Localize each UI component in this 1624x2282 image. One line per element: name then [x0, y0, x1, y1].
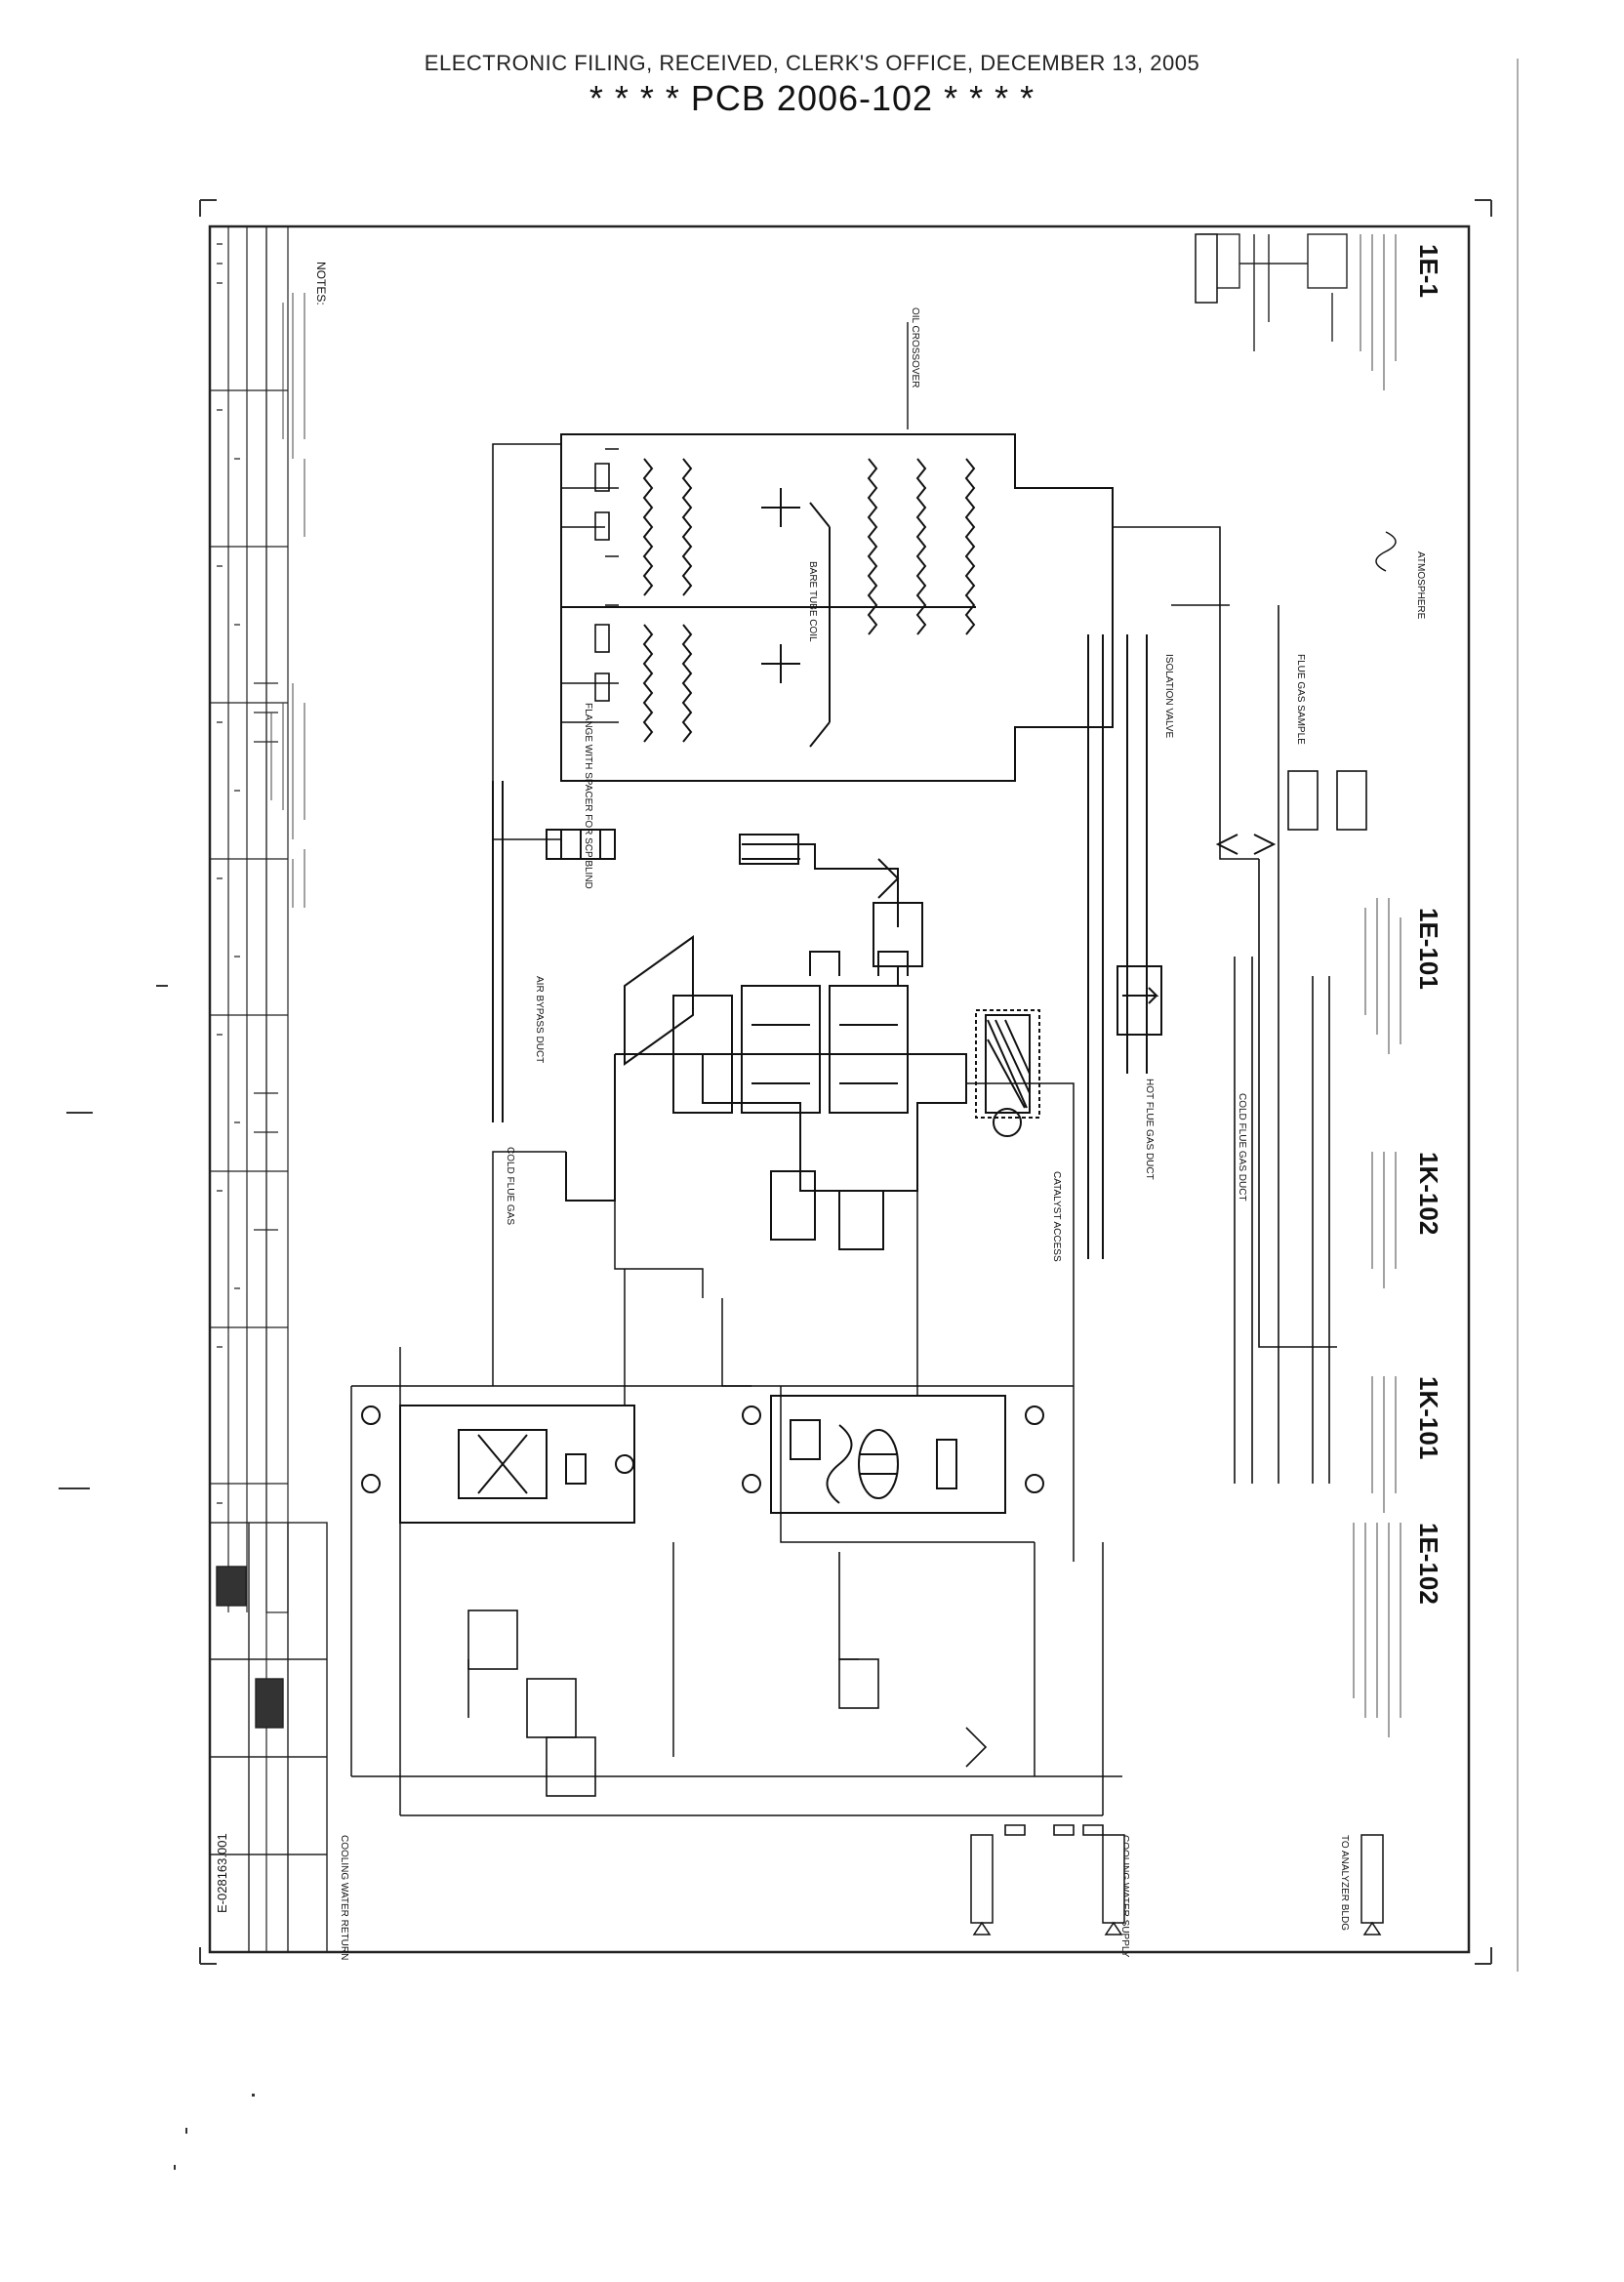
fan-1K-102 — [361, 1405, 635, 1524]
crop-marks — [59, 199, 1492, 1965]
cooling-water-return-label: COOLING WATER RETURN — [339, 1835, 349, 1960]
flange-with-spacer-label: FLANGE WITH SPACER FOR SCP BLIND — [583, 703, 593, 889]
notes-heading: NOTES: — [314, 262, 328, 306]
flue-gas-sample-line — [1278, 605, 1367, 1484]
equipment-tag-1E-101: 1E-101 — [1414, 908, 1443, 990]
cooling-water-piping — [467, 1552, 1104, 1836]
atmosphere-vent-icon — [1375, 531, 1397, 572]
filing-header: ELECTRONIC FILING, RECEIVED, CLERK'S OFF… — [424, 51, 1200, 75]
spec-text-lines — [1353, 234, 1401, 1737]
rotated-drawing: E-028163.001 NOTES: 1E-1 1E-101 1K-101 1… — [209, 225, 1443, 1960]
to-analyzer-bldg-label: TO ANALYZER BLDG — [1339, 1835, 1350, 1931]
drawing-border — [208, 59, 1519, 1972]
economizer-piping — [492, 443, 1337, 1484]
atmosphere-label: ATMOSPHERE — [1415, 551, 1426, 620]
equipment-tag-1K-102: 1K-102 — [1414, 1152, 1443, 1235]
fan-1K-101 — [742, 1395, 1044, 1514]
revision-block — [209, 225, 289, 1953]
catalyst-access-label: CATALYST ACCESS — [1051, 1171, 1062, 1262]
isolation-valve-label: ISOLATION VALVE — [1163, 654, 1174, 738]
drawing-number: E-028163.001 — [215, 1833, 229, 1913]
cold-flue-gas-label: COLD FLUE GAS — [505, 1147, 515, 1225]
offsheet-connectors — [970, 233, 1384, 1936]
duct-system — [492, 634, 1277, 1259]
air-bypass-duct-label: AIR BYPASS DUCT — [534, 976, 545, 1063]
reactor-to-fan-piping — [350, 1082, 1122, 1816]
scan-specks — [174, 2094, 255, 2170]
cold-flue-gas-duct-label: COLD FLUE GAS DUCT — [1237, 1093, 1247, 1202]
equipment-tag-1E-1-top: 1E-1 — [1414, 244, 1443, 298]
bare-tube-coil-label: BARE TUBE COIL — [807, 561, 818, 642]
equipment-tag-1E-102: 1E-102 — [1414, 1523, 1443, 1605]
case-number: * * * * PCB 2006-102 * * * * — [589, 78, 1035, 118]
title-block — [209, 1522, 328, 1953]
instrument-key — [1199, 233, 1348, 351]
notes-text-block — [270, 293, 305, 908]
oil-crossover-label: OIL CROSSOVER — [910, 307, 920, 387]
scr-reactor-1E-101 — [565, 935, 1040, 1250]
equipment-tag-1K-101: 1K-101 — [1414, 1376, 1443, 1459]
hot-flue-gas-duct-label: HOT FLUE GAS DUCT — [1144, 1079, 1155, 1180]
economizer-1E-1 — [560, 433, 1114, 782]
flue-gas-sample-label: FLUE GAS SAMPLE — [1295, 654, 1306, 745]
